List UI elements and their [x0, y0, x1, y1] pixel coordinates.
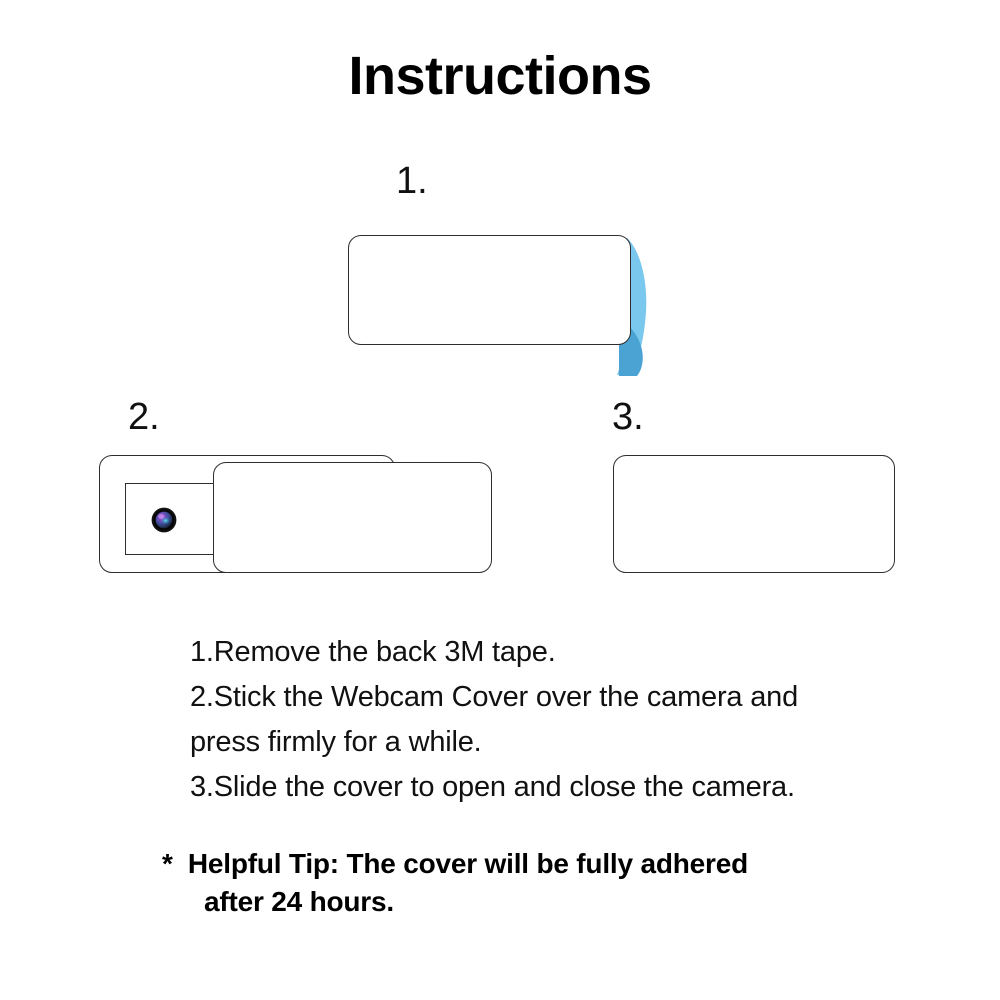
helpful-tip-line-2: after 24 hours. [204, 886, 394, 917]
webcam-cover-closed [613, 455, 895, 573]
instruction-list: 1.Remove the back 3M tape. 2.Stick the W… [190, 630, 950, 810]
camera-lens-icon [151, 507, 177, 533]
step-1-diagram [330, 220, 700, 390]
helpful-tip: * Helpful Tip: The cover will be fully a… [162, 845, 962, 921]
step-number-3: 3. [612, 396, 644, 438]
webcam-cover-body-step1 [348, 235, 631, 345]
step-number-2: 2. [128, 396, 160, 438]
helpful-tip-line-1: * Helpful Tip: The cover will be fully a… [162, 848, 748, 879]
page-title: Instructions [348, 46, 652, 106]
webcam-cover-slider [213, 462, 492, 573]
step-number-1: 1. [396, 160, 428, 202]
instruction-line-3: press firmly for a while. [190, 726, 482, 758]
instruction-line-4: 3.Slide the cover to open and close the … [190, 771, 795, 803]
instruction-line-2: 2.Stick the Webcam Cover over the camera… [190, 681, 799, 713]
instruction-line-1: 1.Remove the back 3M tape. [190, 636, 556, 668]
step-2-diagram [95, 450, 505, 585]
